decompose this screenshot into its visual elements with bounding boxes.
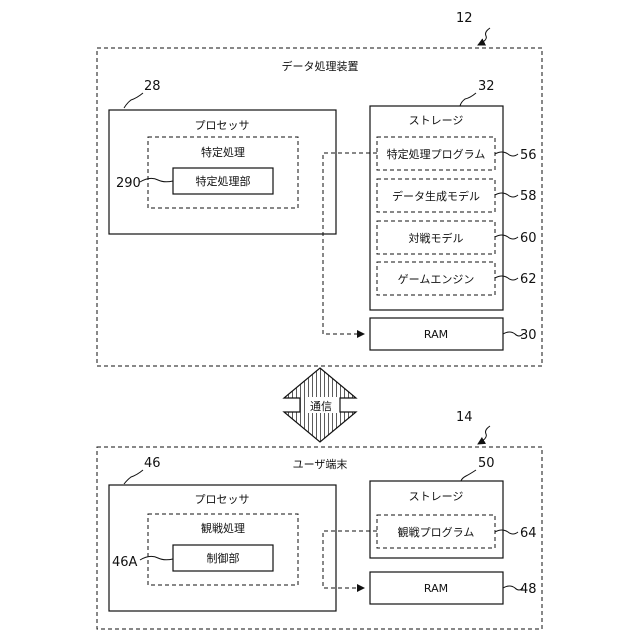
ref-number-28: 28 bbox=[144, 79, 161, 94]
leader-58 bbox=[495, 193, 518, 197]
user-terminal-title: ユーザ端末 bbox=[293, 457, 348, 471]
leader-32 bbox=[460, 93, 476, 106]
storage-item-specific-program-label: 特定処理プログラム bbox=[387, 147, 486, 161]
ref-number-46a: 46A bbox=[112, 555, 138, 570]
terminal-processor-title: プロセッサ bbox=[195, 493, 250, 506]
specific-process-unit-label: 特定処理部 bbox=[196, 174, 251, 188]
storage-item-watch-program-label: 観戦プログラム bbox=[398, 525, 475, 539]
processor-title: プロセッサ bbox=[195, 119, 250, 132]
leader-64 bbox=[495, 530, 518, 534]
ref-number-58: 58 bbox=[520, 189, 537, 204]
storage-program-list: 特定処理プログラム 56 データ生成モデル 58 対戦モデル 60 ゲームエンジ… bbox=[377, 137, 537, 295]
terminal-ram-label: RAM bbox=[424, 582, 448, 595]
ref-number-14: 14 bbox=[456, 410, 473, 425]
ref-number-290: 290 bbox=[116, 176, 141, 191]
leader-290 bbox=[140, 178, 173, 182]
ref-number-32: 32 bbox=[478, 79, 495, 94]
leader-60 bbox=[495, 235, 518, 239]
leader-62 bbox=[495, 276, 518, 280]
storage-item-battle-model-label: 対戦モデル bbox=[409, 231, 464, 245]
control-unit-label: 制御部 bbox=[207, 551, 240, 565]
terminal-load-path-arrow bbox=[323, 531, 377, 588]
leader-12 bbox=[478, 28, 490, 45]
ref-number-60: 60 bbox=[520, 231, 537, 246]
communication-label: 通信 bbox=[310, 400, 332, 413]
ref-number-30: 30 bbox=[520, 328, 537, 343]
ram-label: RAM bbox=[424, 328, 448, 341]
user-terminal-box bbox=[97, 447, 542, 629]
data-processing-device-title: データ処理装置 bbox=[282, 59, 359, 73]
ref-number-12: 12 bbox=[456, 11, 473, 26]
leader-28 bbox=[124, 93, 143, 108]
leader-50 bbox=[461, 470, 476, 481]
terminal-storage-title: ストレージ bbox=[409, 490, 464, 503]
leader-46 bbox=[124, 470, 143, 484]
storage-item-data-generation-model-label: データ生成モデル bbox=[392, 189, 480, 203]
ref-number-50: 50 bbox=[478, 456, 495, 471]
storage-title: ストレージ bbox=[409, 114, 464, 127]
leader-14 bbox=[478, 426, 490, 444]
leader-46a bbox=[140, 556, 173, 560]
ref-number-64: 64 bbox=[520, 526, 537, 541]
storage-item-game-engine-label: ゲームエンジン bbox=[398, 273, 475, 286]
ref-number-48: 48 bbox=[520, 582, 537, 597]
ref-number-62: 62 bbox=[520, 272, 537, 287]
watch-process-title: 観戦処理 bbox=[201, 521, 245, 535]
leader-56 bbox=[495, 152, 518, 156]
load-path-arrow bbox=[323, 153, 377, 334]
ref-number-56: 56 bbox=[520, 148, 537, 163]
ref-number-46: 46 bbox=[144, 456, 161, 471]
specific-process-title: 特定処理 bbox=[201, 145, 245, 159]
